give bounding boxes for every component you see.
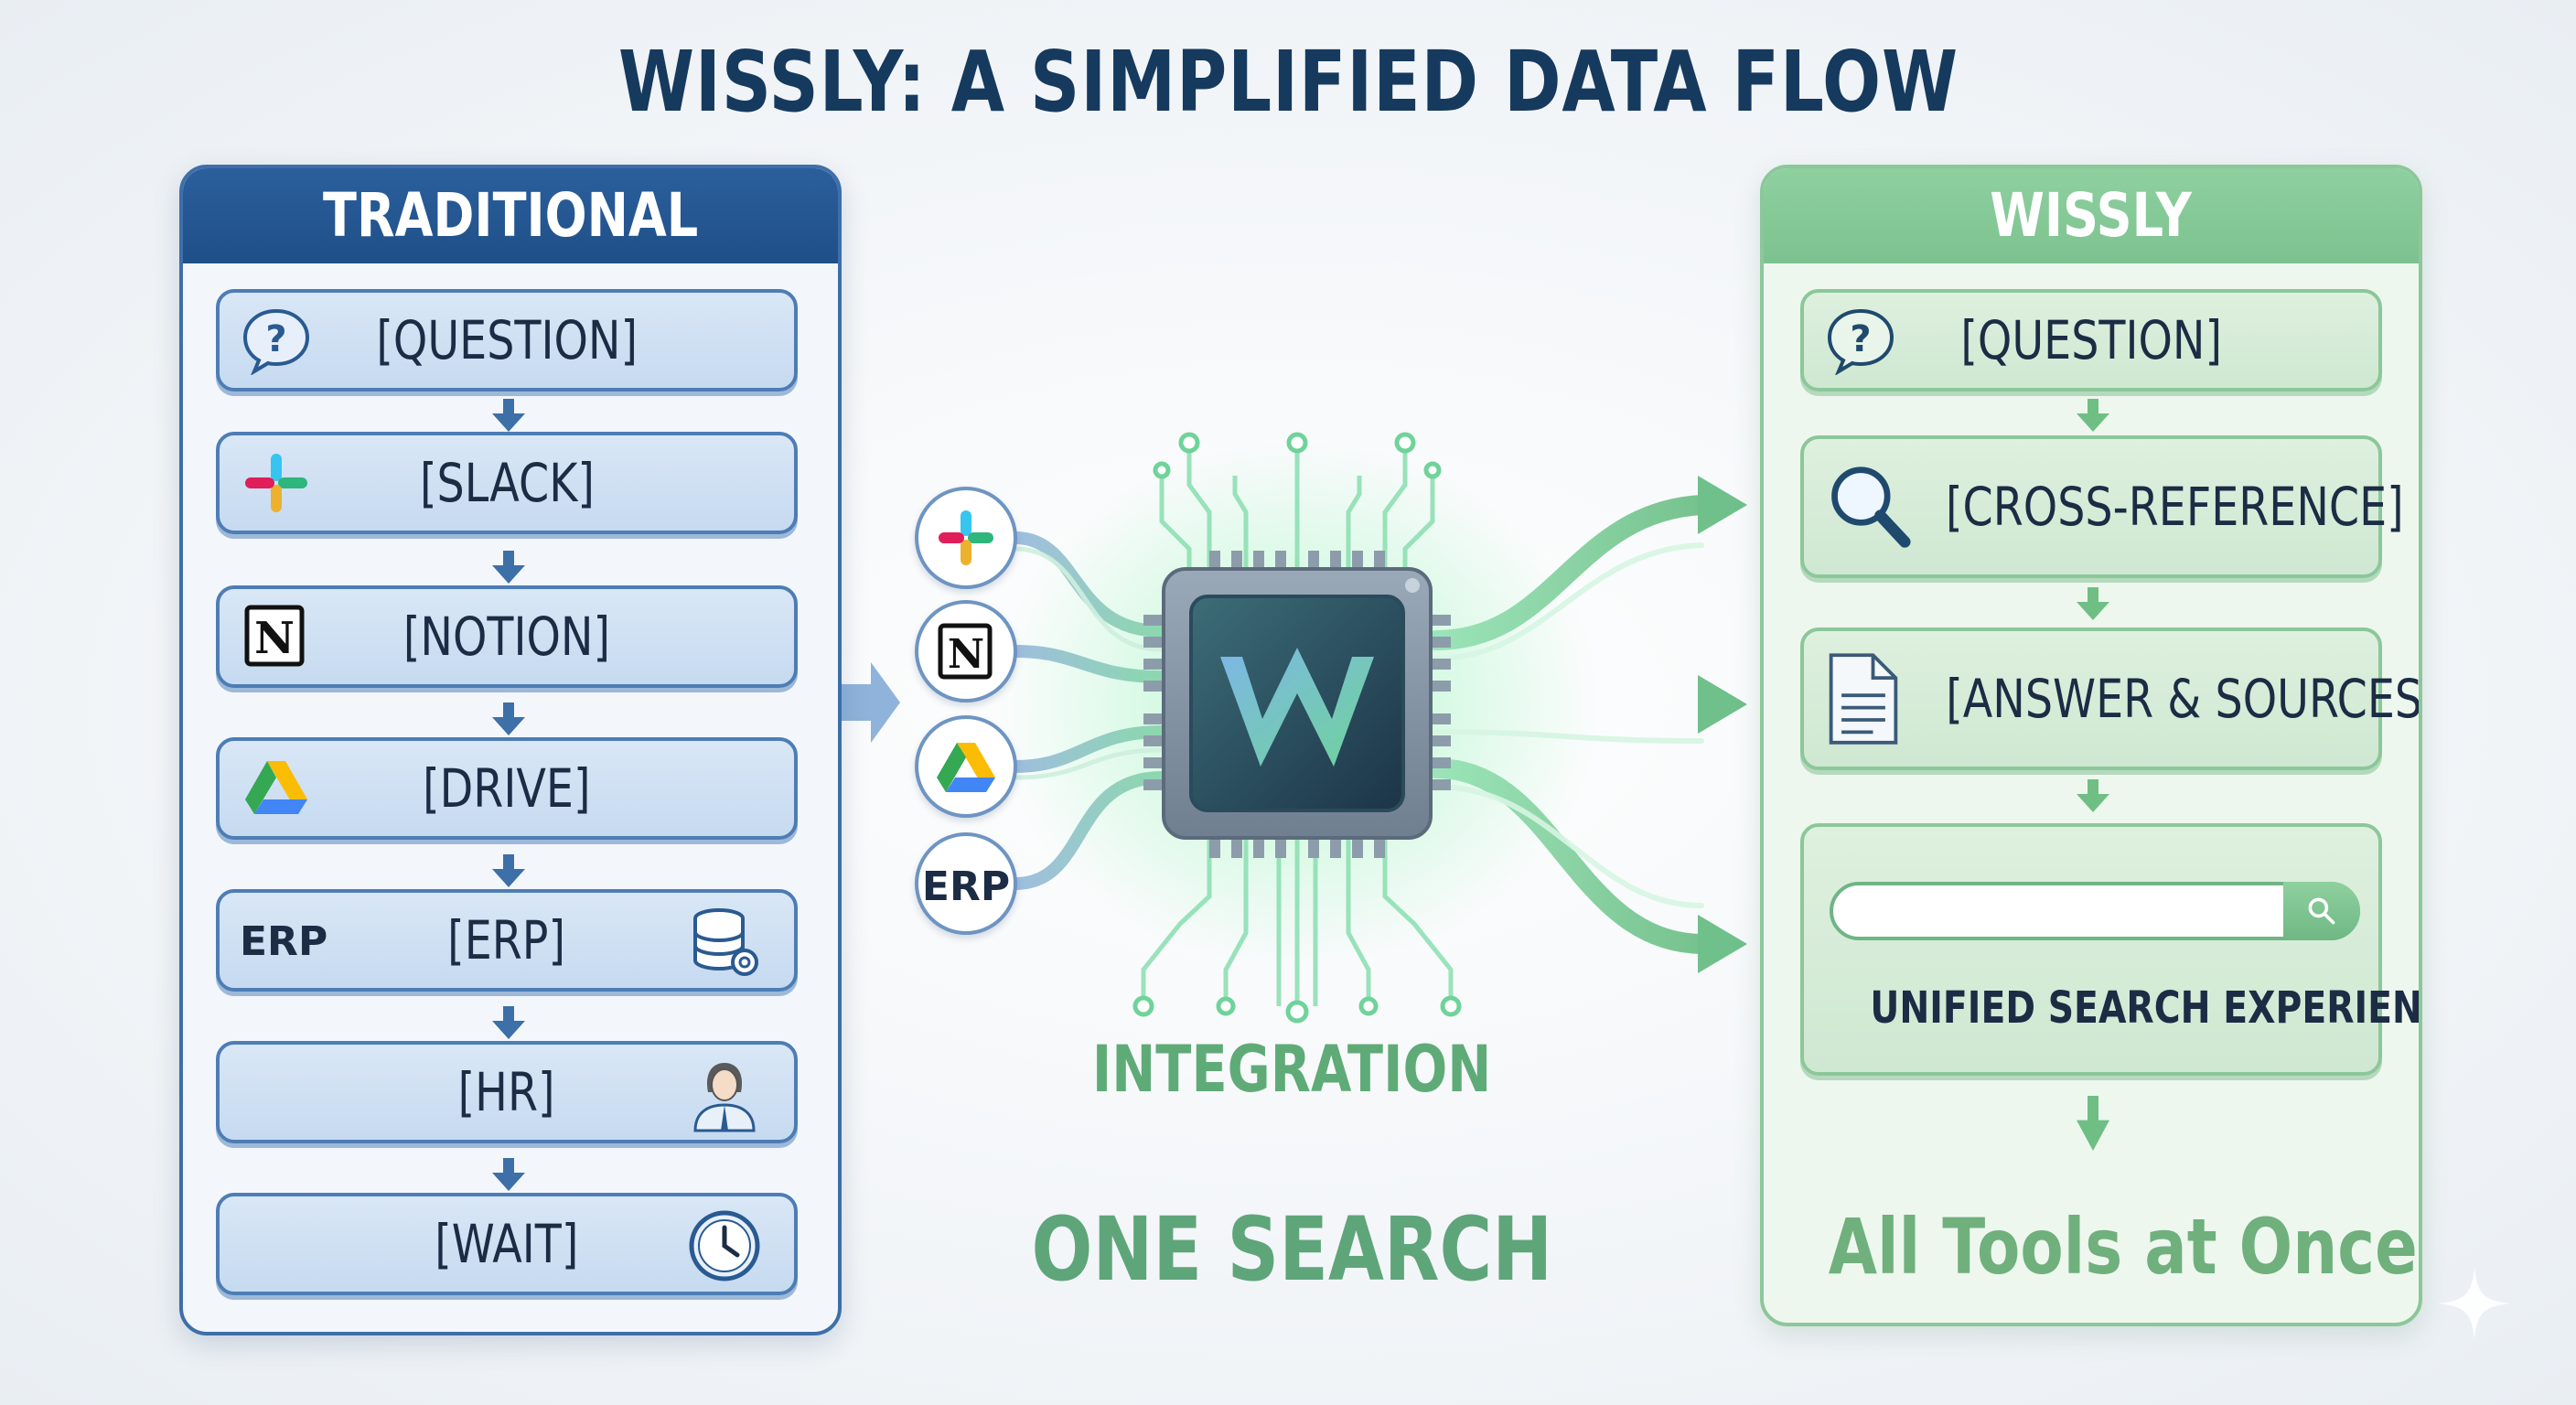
arrowhead-middle [1698, 675, 1747, 734]
step-arrow [492, 854, 525, 887]
wissly-header: WISSLY [1764, 168, 2419, 263]
flow-line-slack [1009, 531, 1168, 638]
step-arrow [492, 1158, 525, 1191]
wissly-panel: WISSLY ? [QUESTION] [CROSS-REFERENCE] [A… [1760, 165, 2422, 1326]
page-title: WISSLY: A SIMPLIFIED DATA FLOW [617, 33, 1959, 131]
svg-text:N: N [948, 631, 984, 678]
traditional-panel: TRADITIONAL ? [QUESTION] [SLACK] N [NOTI… [179, 165, 842, 1335]
google-drive-icon [245, 761, 307, 814]
slack-icon [939, 510, 993, 565]
sparkle-icon [2438, 1267, 2511, 1340]
unified-search-label: UNIFIED SEARCH EXPERIENCE [1870, 982, 2422, 1034]
traditional-step-erp: ERP [ERP] [216, 889, 798, 992]
flow-line-drive [1009, 725, 1168, 773]
flow-out-top [1426, 495, 1712, 650]
traditional-step-question: ? [QUESTION] [216, 289, 798, 391]
wissly-step-answer-sources: [ANSWER & SOURCES] [1800, 627, 2419, 770]
unified-search-card: UNIFIED SEARCH EXPERIENCE [1800, 823, 2422, 1076]
traditional-header: TRADITIONAL [183, 168, 838, 263]
traditional-step-wait: [WAIT] [216, 1193, 798, 1295]
step-arrow [2077, 587, 2109, 620]
step-arrow [2077, 399, 2109, 432]
step-arrow [492, 551, 525, 584]
wissly-w-chip-icon [1143, 551, 1451, 858]
notion-icon: N [938, 623, 993, 680]
arrowhead-top [1698, 476, 1747, 534]
traditional-step-drive: [DRIVE] [216, 737, 798, 840]
svg-text:N: N [254, 613, 295, 664]
clock-icon [689, 1210, 760, 1282]
document-icon [1829, 653, 1898, 745]
traditional-step-slack: [SLACK] [216, 432, 798, 534]
question-bubble-icon: ? [242, 308, 310, 375]
flow-line-erp [1009, 771, 1168, 890]
source-erp-circle: ERP [915, 832, 1017, 935]
database-gear-icon [693, 908, 758, 976]
wissly-step-question: ? [QUESTION] [1800, 289, 2382, 391]
notion-icon: N [244, 605, 305, 667]
all-tools-label: All Tools at Once [1828, 1202, 2418, 1292]
svg-text:?: ? [1850, 318, 1871, 360]
step-arrow [492, 702, 525, 735]
search-input[interactable] [1830, 882, 2360, 940]
source-drive-circle [915, 715, 1017, 818]
step-arrow [492, 1006, 525, 1039]
slack-icon [245, 454, 307, 512]
source-slack-circle [915, 487, 1017, 589]
one-search-label: ONE SEARCH [1031, 1198, 1552, 1301]
svg-text:?: ? [265, 318, 286, 360]
erp-badge: ERP [921, 863, 1011, 910]
traditional-step-notion: N [NOTION] [216, 585, 798, 688]
step-arrow [2077, 779, 2109, 812]
traditional-step-hr: [HR] [216, 1041, 798, 1143]
source-notion-circle: N [915, 600, 1017, 702]
question-bubble-icon: ? [1827, 308, 1894, 375]
search-icon [2308, 897, 2335, 925]
flow-out-bottom [1426, 758, 1712, 954]
integration-label: INTEGRATION [1091, 1032, 1492, 1107]
arrowhead-bottom [1698, 915, 1747, 973]
erp-badge: ERP [240, 918, 328, 965]
step-arrow [492, 399, 525, 432]
google-drive-icon [937, 743, 995, 792]
flow-line-notion [1009, 645, 1168, 683]
step-arrow [2077, 1096, 2109, 1151]
transition-arrow [834, 662, 900, 743]
wissly-step-cross-reference: [CROSS-REFERENCE] [1800, 435, 2404, 578]
person-icon [693, 1063, 756, 1132]
search-button[interactable] [2283, 882, 2360, 940]
magnifier-icon [1831, 467, 1911, 548]
